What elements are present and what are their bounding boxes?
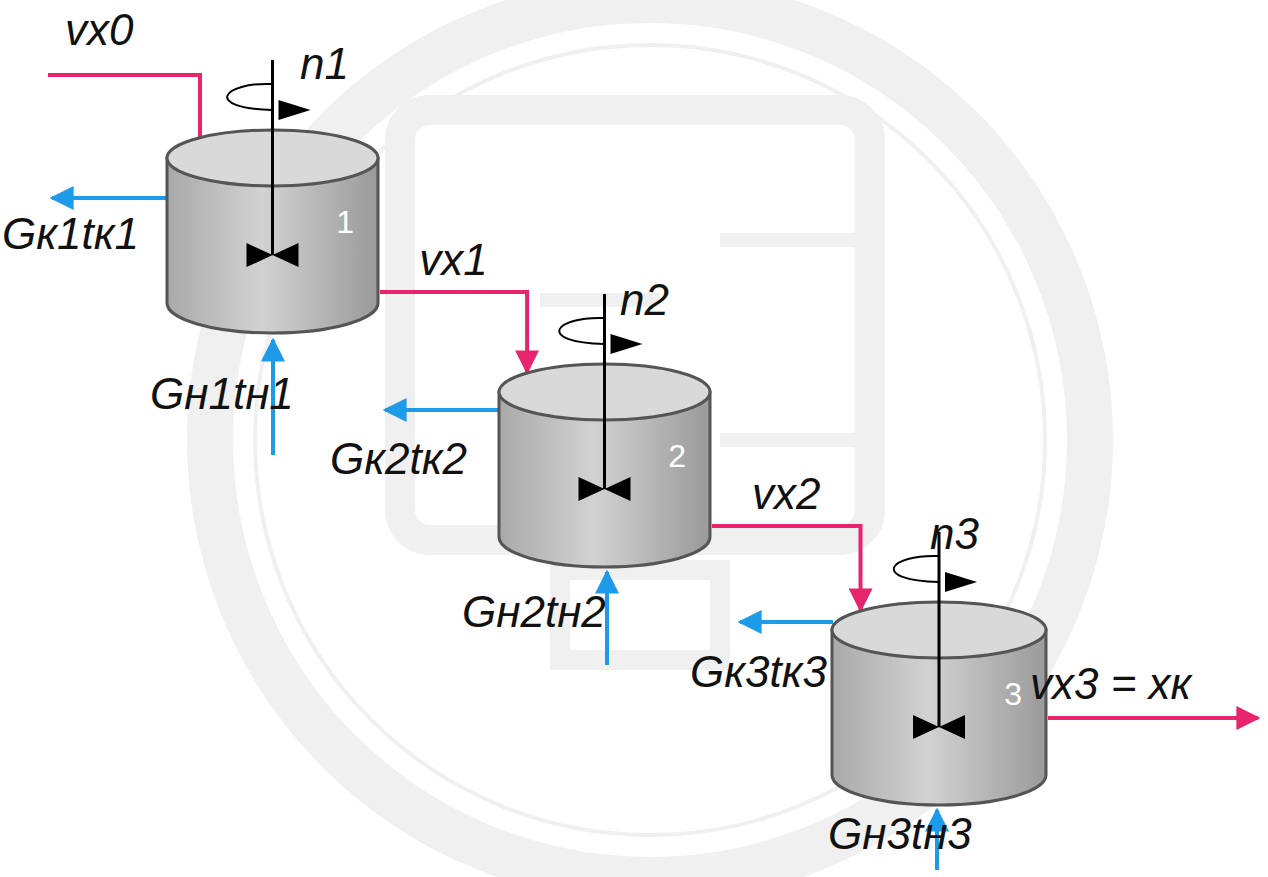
stream-label: n3 <box>930 512 979 556</box>
stream-label: Gк1tк1 <box>2 212 139 256</box>
reactor-vessel: 2 <box>497 362 712 567</box>
flow-connector <box>712 526 861 610</box>
flow-connector <box>380 292 527 372</box>
stream-label: vx0 <box>65 8 133 52</box>
vessel-number: 3 <box>1004 678 1022 710</box>
stream-label: n1 <box>300 42 349 86</box>
flow-label: vx2 <box>752 472 820 516</box>
stream-label: Gк2tк2 <box>330 437 467 481</box>
stream-label: Gн1tн1 <box>150 372 294 416</box>
stream-label: vx3 = xк <box>1030 662 1191 706</box>
stream-label: n2 <box>620 278 669 322</box>
process-streams <box>48 75 1258 870</box>
watermark <box>210 0 1090 877</box>
flow-label: vx1 <box>419 238 487 282</box>
reactor-vessel: 3 <box>830 600 1048 805</box>
reactor-vessel: 1 <box>165 128 380 333</box>
stream-label: Gн3tн3 <box>828 812 972 856</box>
vessel-number: 1 <box>336 206 354 238</box>
stream-label: Gн2tн2 <box>462 590 606 634</box>
stream-label: Gк3tк3 <box>690 650 827 694</box>
vessel-number: 2 <box>668 440 686 472</box>
